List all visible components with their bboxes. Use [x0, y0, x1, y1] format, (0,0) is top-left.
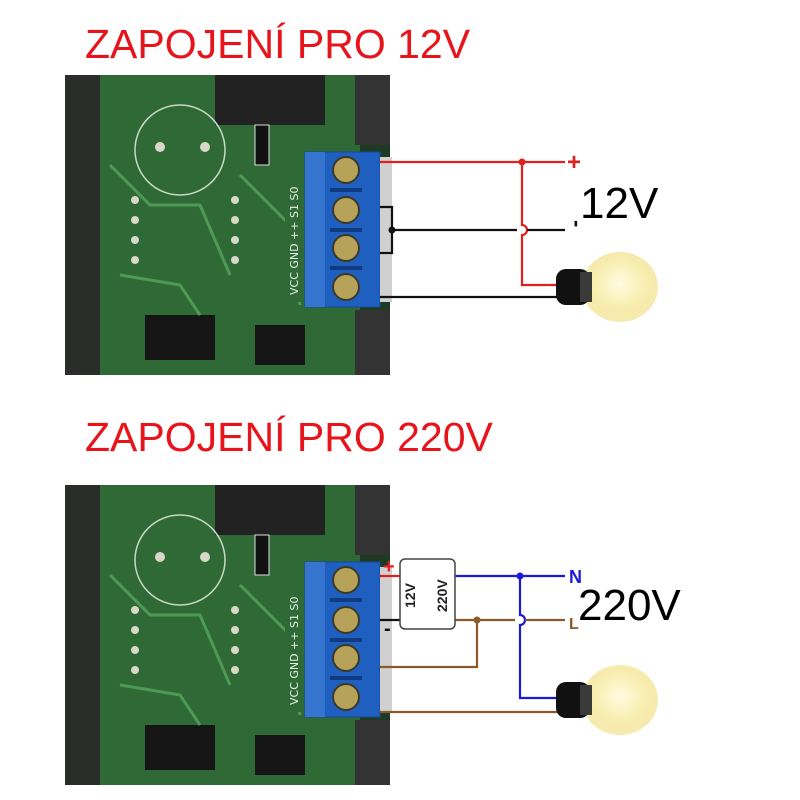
voltage-label-220v: 220V — [578, 581, 681, 630]
converter-in-label: 12V — [402, 582, 418, 608]
n-label: N — [569, 567, 582, 587]
junction-dot — [518, 158, 526, 166]
junction-dot — [516, 572, 524, 580]
light-bulb-icon — [556, 665, 658, 735]
voltage-label-12v: 12V — [580, 179, 659, 228]
junction-dot — [388, 226, 396, 234]
light-bulb-icon — [556, 252, 658, 322]
terminal-block — [284, 561, 393, 718]
wires-12v — [380, 160, 565, 299]
wires-220v — [380, 574, 565, 714]
terminal-label: VCC GND ++ S1 S0 — [288, 597, 301, 706]
power-converter — [399, 558, 456, 630]
plus-label: + — [383, 556, 395, 578]
minus-label: - — [565, 220, 590, 227]
junction-dot — [473, 616, 481, 624]
terminal-label: VCC GND ++ S1 S0 — [288, 187, 301, 296]
converter-out-label: 220V — [434, 579, 450, 612]
plus-label: + — [567, 149, 581, 176]
l-label: L — [569, 616, 579, 633]
title-12v: ZAPOJENÍ PRO 12V — [85, 21, 471, 67]
minus-label: - — [384, 618, 391, 640]
terminal-block — [284, 151, 393, 308]
panel-12v: ZAPOJENÍ PRO 12V VCC GND ++ S1 S0 + - 12… — [63, 21, 659, 377]
panel-220v: ZAPOJENÍ PRO 220V VCC GND ++ S1 S0 12V 2… — [63, 414, 681, 787]
title-220v: ZAPOJENÍ PRO 220V — [85, 414, 494, 460]
